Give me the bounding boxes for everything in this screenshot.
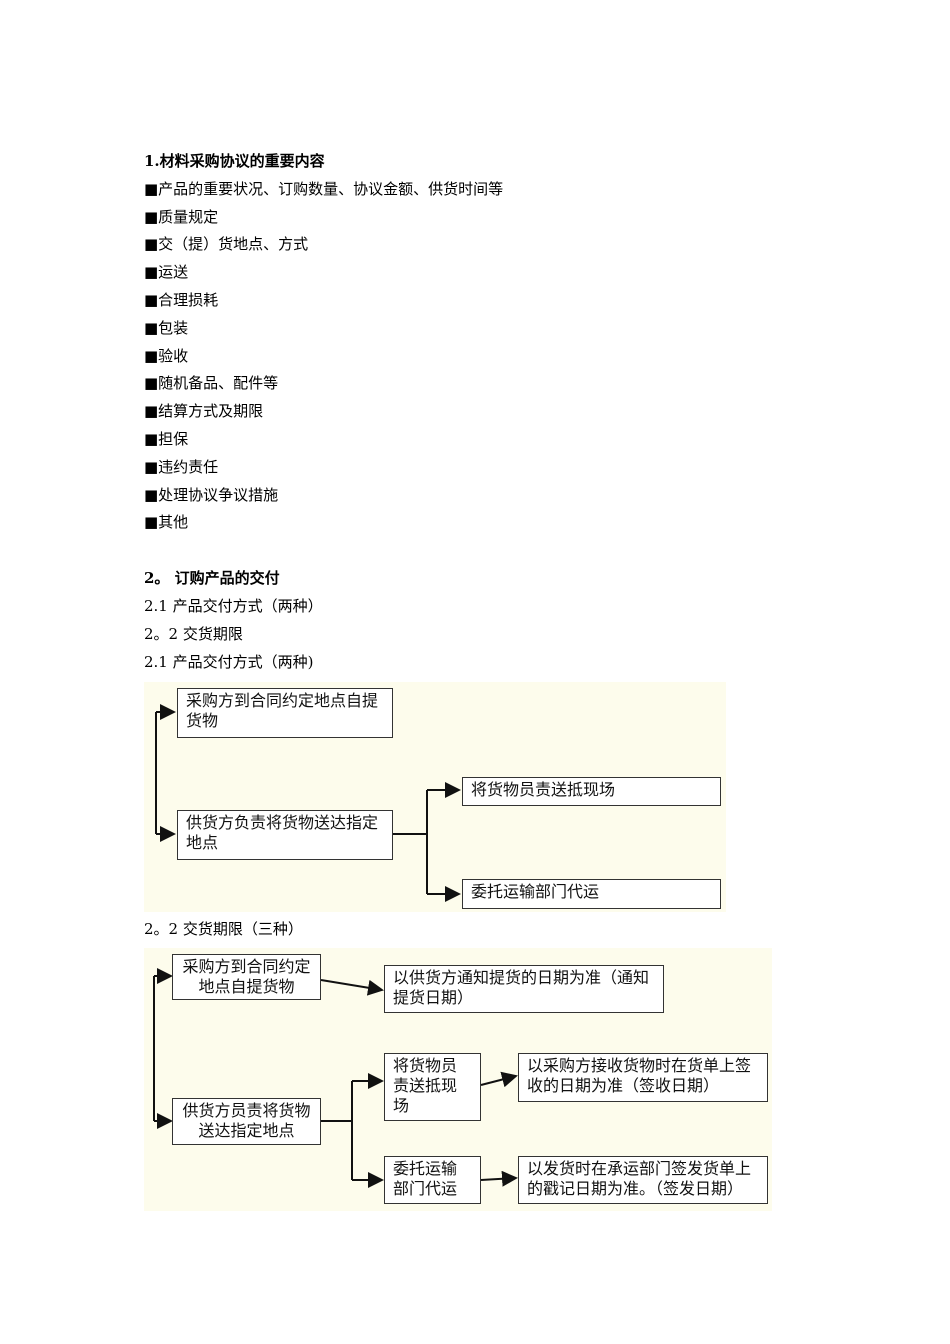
deliver-to-site-box: 将货物员责送抵现场 xyxy=(384,1053,481,1121)
supplier-delivery-box: 供货方负责将货物送达指定地点 xyxy=(177,810,393,860)
list-item: ■结算方式及期限 xyxy=(144,402,264,421)
box-label: 以发货时在承运部门签发货单上的戳记日期为准。（签发日期） xyxy=(527,1159,752,1198)
section-2-line: 2.1 产品交付方式（两种） xyxy=(144,596,323,615)
ship-date-box: 以发货时在承运部门签发货单上的戳记日期为准。（签发日期） xyxy=(518,1156,768,1204)
box-label: 以供货方通知提货的日期为准（通知提货日期） xyxy=(393,968,650,1007)
list-item: ■质量规定 xyxy=(144,207,219,226)
section-2-line: 2.1 产品交付方式（两种) xyxy=(144,652,314,671)
box-label: 将货物员责送抵现场 xyxy=(471,780,616,799)
list-item: ■其他 xyxy=(144,513,189,532)
list-item: ■运送 xyxy=(144,263,189,282)
box-label: 采购方到合同约定地点自提货物 xyxy=(186,691,379,730)
box-label: 采购方到合同约定地点自提货物 xyxy=(182,957,311,996)
document-body: 1.材料采购协议的重要内容 ■产品的重要状况、订购数量、协议金额、供货时间等 ■… xyxy=(144,148,804,676)
list-item: ■交（提）货地点、方式 xyxy=(144,235,309,254)
list-item: ■处理协议争议措施 xyxy=(144,485,279,504)
diagram-2-caption: 2。2 交货期限（三种） xyxy=(144,920,303,938)
transport-agent-box: 委托运输部门代运 xyxy=(384,1156,481,1204)
box-label: 供货方员责将货物送达指定地点 xyxy=(182,1101,311,1140)
transport-agent-box: 委托运输部门代运 xyxy=(462,879,721,909)
section-2-line: 2。2 交货期限 xyxy=(144,624,243,643)
section-1-heading: 1.材料采购协议的重要内容 xyxy=(144,152,325,170)
box-label: 委托运输部门代运 xyxy=(471,882,600,901)
list-item: ■违约责任 xyxy=(144,457,219,476)
section-1-list: ■产品的重要状况、订购数量、协议金额、供货时间等 ■质量规定 ■交（提）货地点、… xyxy=(144,176,804,537)
box-label: 以采购方接收货物时在货单上签收的日期为准（签收日期） xyxy=(527,1056,752,1095)
list-item: ■合理损耗 xyxy=(144,290,219,309)
list-item: ■包装 xyxy=(144,318,189,337)
diagram-2-connectors xyxy=(153,968,518,1188)
supplier-delivery-box: 供货方员责将货物送达指定地点 xyxy=(172,1098,321,1145)
box-label: 将货物员责送抵现场 xyxy=(393,1056,458,1115)
delivery-deadline-diagram: 采购方到合同约定地点自提货物 以供货方通知提货的日期为准（通知提货日期） 供货方… xyxy=(144,948,772,1211)
deliver-to-site-box: 将货物员责送抵现场 xyxy=(462,777,721,806)
section-2-heading: 2。 订购产品的交付 xyxy=(144,569,280,588)
self-pickup-box: 采购方到合同约定地点自提货物 xyxy=(177,688,393,738)
receipt-date-box: 以采购方接收货物时在货单上签收的日期为准（签收日期） xyxy=(518,1053,768,1102)
list-item: ■随机备品、配件等 xyxy=(144,374,279,393)
list-item: ■产品的重要状况、订购数量、协议金额、供货时间等 xyxy=(144,179,504,198)
notice-date-box: 以供货方通知提货的日期为准（通知提货日期） xyxy=(384,965,664,1013)
box-label: 委托运输部门代运 xyxy=(393,1159,458,1198)
delivery-method-diagram: 采购方到合同约定地点自提货物 供货方负责将货物送达指定地点 将货物员责送抵现场 … xyxy=(144,682,726,912)
list-item: ■担保 xyxy=(144,429,189,448)
self-pickup-box: 采购方到合同约定地点自提货物 xyxy=(172,954,321,1000)
box-label: 供货方负责将货物送达指定地点 xyxy=(186,813,379,852)
list-item: ■验收 xyxy=(144,346,189,365)
diagram-1-connectors xyxy=(155,704,461,902)
